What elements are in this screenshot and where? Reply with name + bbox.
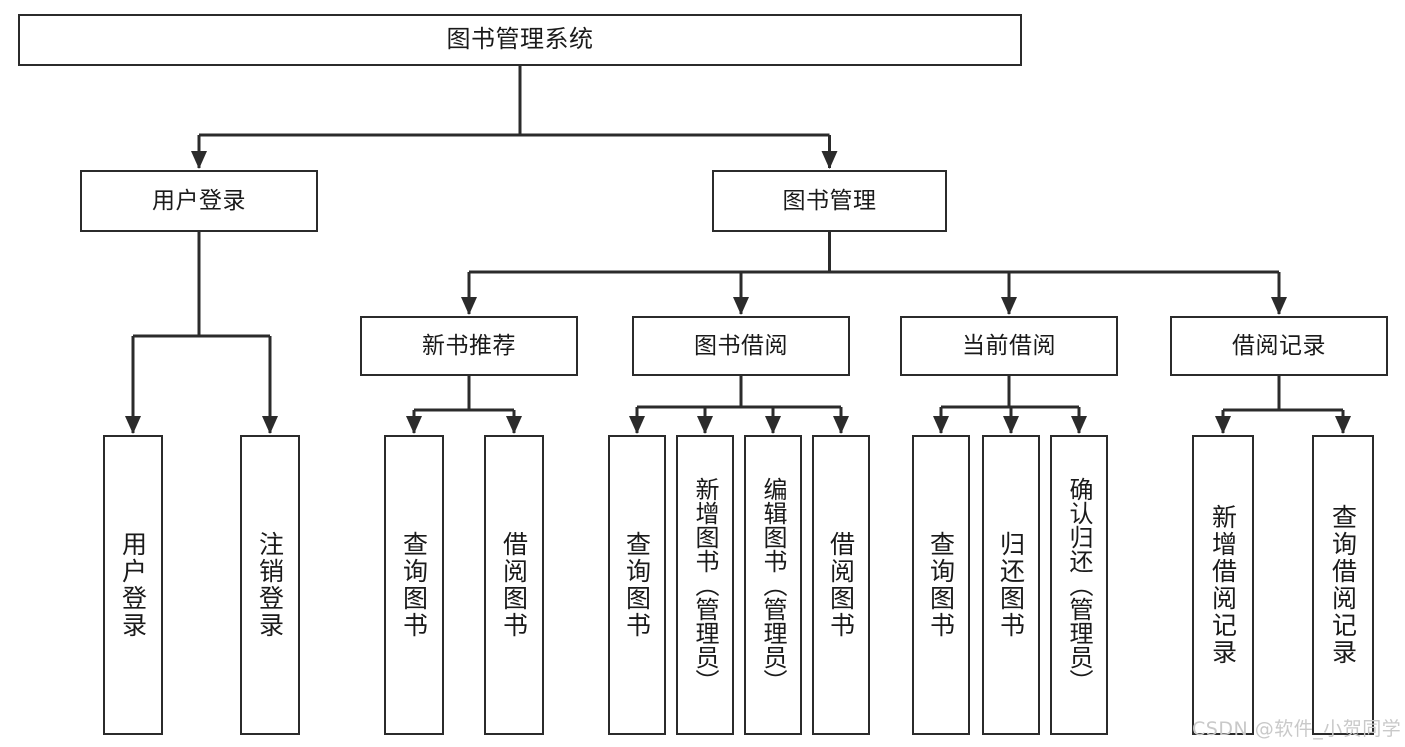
node-bookmgmt: 图书管理 [712, 170, 947, 232]
node-leaf-cu-r: 归还图书 [982, 435, 1040, 735]
node-leaf-bo-q: 查询图书 [608, 435, 666, 735]
node-label-leaf-bo-ed: 编辑图书（管理员） [759, 477, 787, 693]
arrowhead-leaf-nb-b [506, 416, 522, 434]
node-newbook: 新书推荐 [360, 316, 578, 376]
arrowhead-borrow [733, 297, 749, 315]
node-records: 借阅记录 [1170, 316, 1388, 376]
arrowhead-leaf-re-q [1335, 416, 1351, 434]
node-leaf-re-add: 新增借阅记录 [1192, 435, 1254, 735]
node-label-bookmgmt: 图书管理 [782, 187, 877, 214]
arrowhead-leaf-cu-r [1003, 416, 1019, 434]
arrowhead-leaf-bo-br [833, 416, 849, 434]
node-leaf-bo-add: 新增图书（管理员） [676, 435, 734, 735]
arrowhead-leaf-re-add [1215, 416, 1231, 434]
node-borrow: 图书借阅 [632, 316, 850, 376]
node-label-leaf-bo-add: 新增图书（管理员） [691, 477, 719, 693]
node-label-login: 用户登录 [152, 187, 246, 214]
node-label-leaf-bo-br: 借阅图书 [826, 531, 856, 639]
node-label-leaf-cu-r: 归还图书 [996, 531, 1026, 639]
arrowhead-leaf-bo-add [697, 416, 713, 434]
arrowhead-leaf-login [125, 416, 141, 434]
arrowhead-login [191, 151, 207, 169]
node-label-leaf-bo-q: 查询图书 [622, 531, 652, 639]
arrowhead-leaf-nb-q [406, 416, 422, 434]
node-leaf-nb-q: 查询图书 [384, 435, 444, 735]
node-label-root: 图书管理系统 [446, 25, 594, 54]
node-label-leaf-re-add: 新增借阅记录 [1208, 504, 1238, 666]
node-label-newbook: 新书推荐 [422, 332, 516, 359]
arrowhead-leaf-bo-ed [765, 416, 781, 434]
node-label-leaf-nb-b: 借阅图书 [499, 531, 529, 639]
node-leaf-bo-ed: 编辑图书（管理员） [744, 435, 802, 735]
node-label-leaf-login: 用户登录 [118, 531, 148, 639]
arrowhead-records [1271, 297, 1287, 315]
node-leaf-login: 用户登录 [103, 435, 163, 735]
node-current: 当前借阅 [900, 316, 1118, 376]
node-leaf-cu-q: 查询图书 [912, 435, 970, 735]
node-leaf-re-q: 查询借阅记录 [1312, 435, 1374, 735]
arrowhead-leaf-cu-q [933, 416, 949, 434]
node-label-leaf-cu-cf: 确认归还（管理员） [1065, 477, 1093, 693]
arrowhead-current [1001, 297, 1017, 315]
node-leaf-nb-b: 借阅图书 [484, 435, 544, 735]
node-login: 用户登录 [80, 170, 318, 232]
arrowhead-newbook [461, 297, 477, 315]
node-label-leaf-nb-q: 查询图书 [399, 531, 429, 639]
node-label-leaf-logout: 注销登录 [255, 531, 285, 639]
arrowhead-leaf-cu-cf [1071, 416, 1087, 434]
node-label-borrow: 图书借阅 [694, 332, 788, 359]
csdn-watermark: CSDN @软件_小贺同学 [1192, 718, 1402, 740]
node-label-leaf-cu-q: 查询图书 [926, 531, 956, 639]
node-label-current: 当前借阅 [962, 332, 1056, 359]
node-root: 图书管理系统 [18, 14, 1022, 66]
node-label-leaf-re-q: 查询借阅记录 [1328, 504, 1358, 666]
node-leaf-bo-br: 借阅图书 [812, 435, 870, 735]
node-leaf-cu-cf: 确认归还（管理员） [1050, 435, 1108, 735]
arrowhead-leaf-bo-q [629, 416, 645, 434]
node-label-records: 借阅记录 [1232, 332, 1326, 359]
arrowhead-leaf-logout [262, 416, 278, 434]
arrowhead-bookmgmt [821, 151, 838, 169]
node-leaf-logout: 注销登录 [240, 435, 300, 735]
